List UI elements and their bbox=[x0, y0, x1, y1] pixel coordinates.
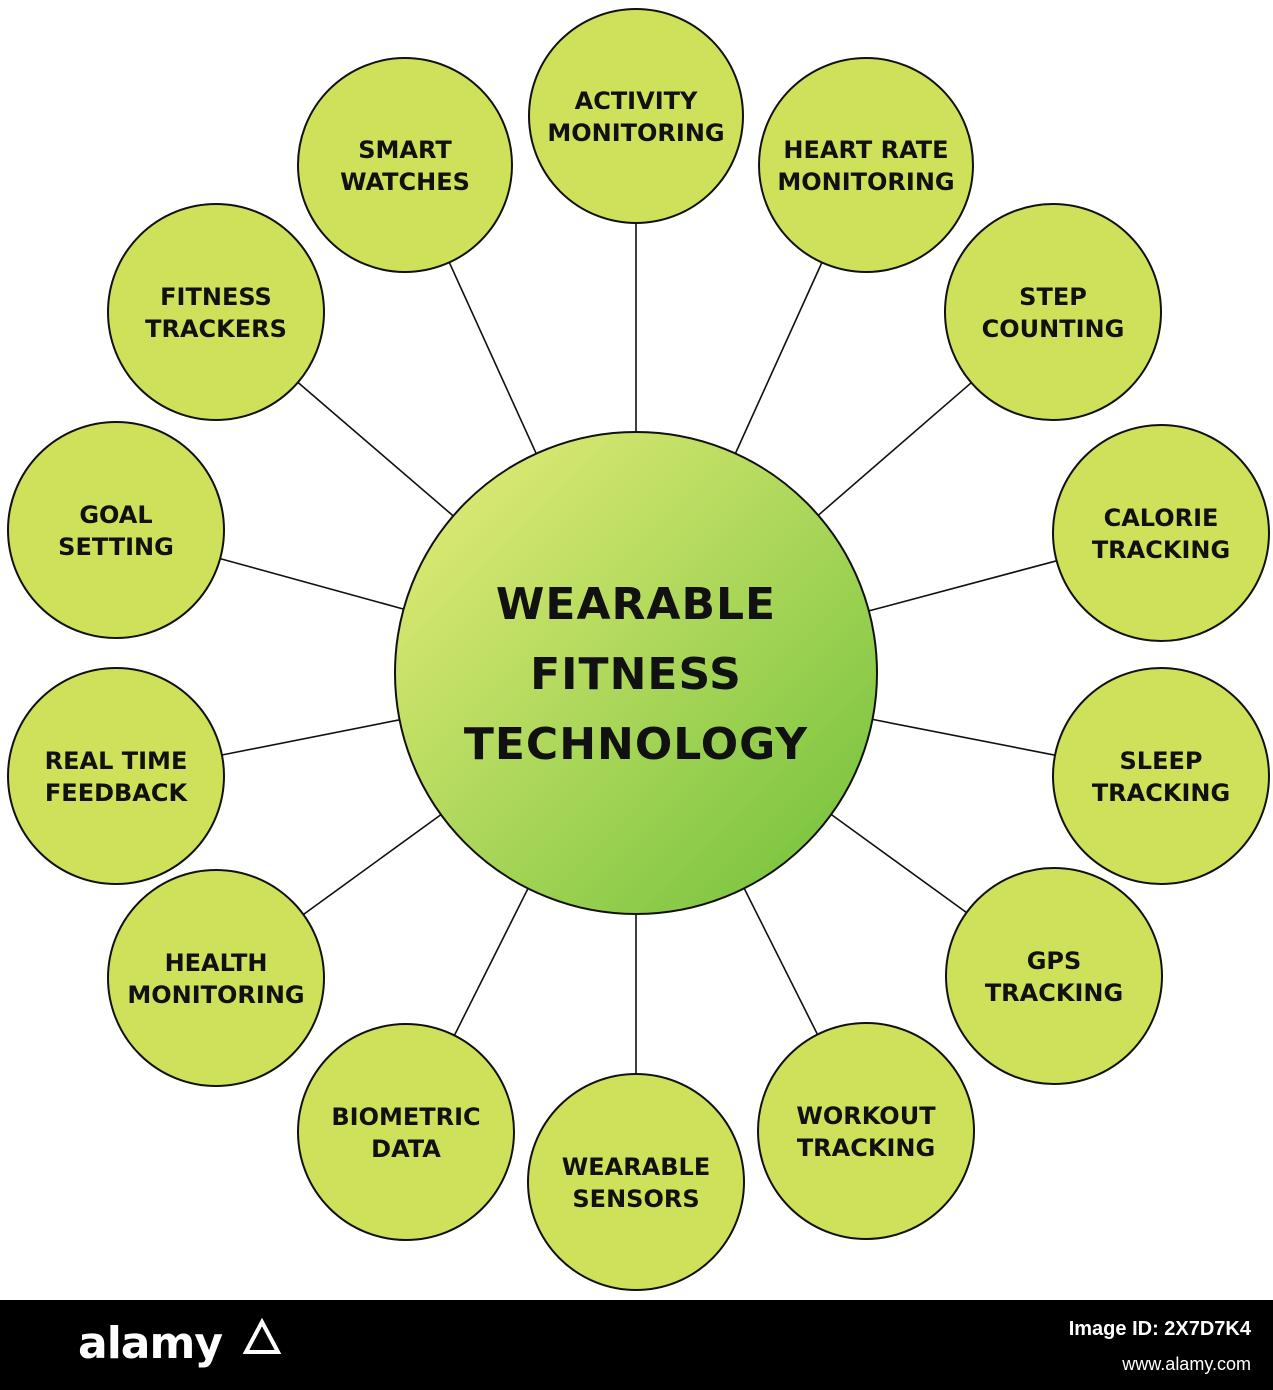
outer-nodes: ACTIVITY MONITORING HEART RATE MONITORING ST… bbox=[7, 8, 1270, 1291]
node-circle bbox=[297, 1023, 515, 1241]
node-sleep-tracking: SLEEP TRACKING bbox=[1052, 667, 1270, 885]
node-label: GPS bbox=[1027, 947, 1082, 975]
node-label: REAL TIME bbox=[45, 747, 188, 775]
node-calorie-tracking: CALORIE TRACKING bbox=[1052, 424, 1270, 642]
node-circle bbox=[757, 1022, 975, 1240]
center-circle bbox=[394, 431, 878, 915]
connector-workout-tracking bbox=[743, 888, 819, 1035]
node-circle bbox=[758, 57, 974, 273]
node-biometric-data: BIOMETRIC DATA bbox=[297, 1023, 515, 1241]
node-circle bbox=[1052, 424, 1270, 642]
node-label: CALORIE bbox=[1104, 504, 1219, 532]
node-heart-rate-monitoring: HEART RATE MONITORING bbox=[758, 57, 974, 273]
mind-map-diagram: ACTIVITY MONITORING HEART RATE MONITORING ST… bbox=[7, 8, 1270, 1291]
site-url: www.alamy.com bbox=[1122, 1354, 1251, 1374]
node-circle bbox=[944, 203, 1162, 421]
node-circle bbox=[107, 869, 325, 1087]
node-workout-tracking: WORKOUT TRACKING bbox=[757, 1022, 975, 1240]
connector-heart-rate-monitoring bbox=[734, 262, 823, 454]
node-label: WATCHES bbox=[340, 168, 470, 196]
node-health-monitoring: HEALTH MONITORING bbox=[107, 869, 325, 1087]
connector-fitness-trackers bbox=[297, 381, 454, 517]
node-fitness-trackers: FITNESS TRACKERS bbox=[107, 203, 325, 421]
node-circle bbox=[7, 667, 225, 885]
node-circle bbox=[527, 1073, 745, 1291]
center-node: WEARABLE FITNESS TECHNOLOGY bbox=[394, 431, 878, 915]
node-label: SMART bbox=[358, 136, 452, 164]
node-label: TRACKING bbox=[797, 1134, 935, 1162]
connector-lines bbox=[219, 223, 1057, 1074]
node-wearable-sensors: WEARABLE SENSORS bbox=[527, 1073, 745, 1291]
connector-sleep-tracking bbox=[872, 718, 1056, 756]
node-gps-tracking: GPS TRACKING bbox=[945, 867, 1163, 1085]
node-circle bbox=[945, 867, 1163, 1085]
node-label: MONITORING bbox=[777, 168, 954, 196]
connector-smart-watches bbox=[448, 262, 537, 454]
node-real-time-feedback: REAL TIME FEEDBACK bbox=[7, 667, 225, 885]
node-label: TRACKING bbox=[985, 979, 1123, 1007]
node-label: COUNTING bbox=[982, 315, 1125, 343]
node-label: SETTING bbox=[58, 533, 174, 561]
node-step-counting: STEP COUNTING bbox=[944, 203, 1162, 421]
node-label: HEART RATE bbox=[783, 136, 948, 164]
connector-step-counting bbox=[817, 382, 972, 516]
image-id: Image ID: 2X7D7K4 bbox=[1068, 1318, 1251, 1340]
node-circle bbox=[1052, 667, 1270, 885]
alamy-logo-mark-icon bbox=[242, 1317, 282, 1354]
node-label: MONITORING bbox=[547, 119, 724, 147]
connector-gps-tracking bbox=[830, 813, 968, 914]
node-smart-watches: SMART WATCHES bbox=[297, 57, 513, 273]
watermark-footer: alamy Image ID: 2X7D7K4 www.alamy.com bbox=[0, 1300, 1273, 1390]
node-label: WORKOUT bbox=[796, 1102, 936, 1130]
connector-health-monitoring bbox=[302, 813, 442, 916]
node-label: TRACKERS bbox=[145, 315, 287, 343]
connector-real-time-feedback bbox=[221, 719, 400, 756]
node-label: TRACKING bbox=[1092, 536, 1230, 564]
node-label: WEARABLE bbox=[562, 1153, 710, 1181]
node-label: TRACKING bbox=[1092, 779, 1230, 807]
connector-goal-setting bbox=[219, 557, 404, 610]
node-label: ACTIVITY bbox=[575, 87, 698, 115]
connector-calorie-tracking bbox=[868, 560, 1057, 612]
connector-biometric-data bbox=[453, 888, 529, 1036]
node-label: FEEDBACK bbox=[45, 779, 189, 807]
node-label: BIOMETRIC bbox=[331, 1103, 480, 1131]
node-activity-monitoring: ACTIVITY MONITORING bbox=[528, 8, 744, 224]
node-label: DATA bbox=[371, 1135, 441, 1163]
center-label: FITNESS bbox=[530, 649, 742, 700]
node-circle bbox=[7, 421, 225, 639]
alamy-logo: alamy bbox=[78, 1318, 223, 1369]
node-goal-setting: GOAL SETTING bbox=[7, 421, 225, 639]
node-label: SLEEP bbox=[1120, 747, 1203, 775]
node-label: HEALTH bbox=[165, 949, 268, 977]
center-label: WEARABLE bbox=[496, 579, 776, 630]
node-label: FITNESS bbox=[160, 283, 272, 311]
center-label: TECHNOLOGY bbox=[464, 719, 808, 770]
node-label: SENSORS bbox=[572, 1185, 699, 1213]
node-label: MONITORING bbox=[127, 981, 304, 1009]
node-circle bbox=[107, 203, 325, 421]
node-circle bbox=[528, 8, 744, 224]
node-circle bbox=[297, 57, 513, 273]
node-label: STEP bbox=[1019, 283, 1087, 311]
node-label: GOAL bbox=[79, 501, 152, 529]
